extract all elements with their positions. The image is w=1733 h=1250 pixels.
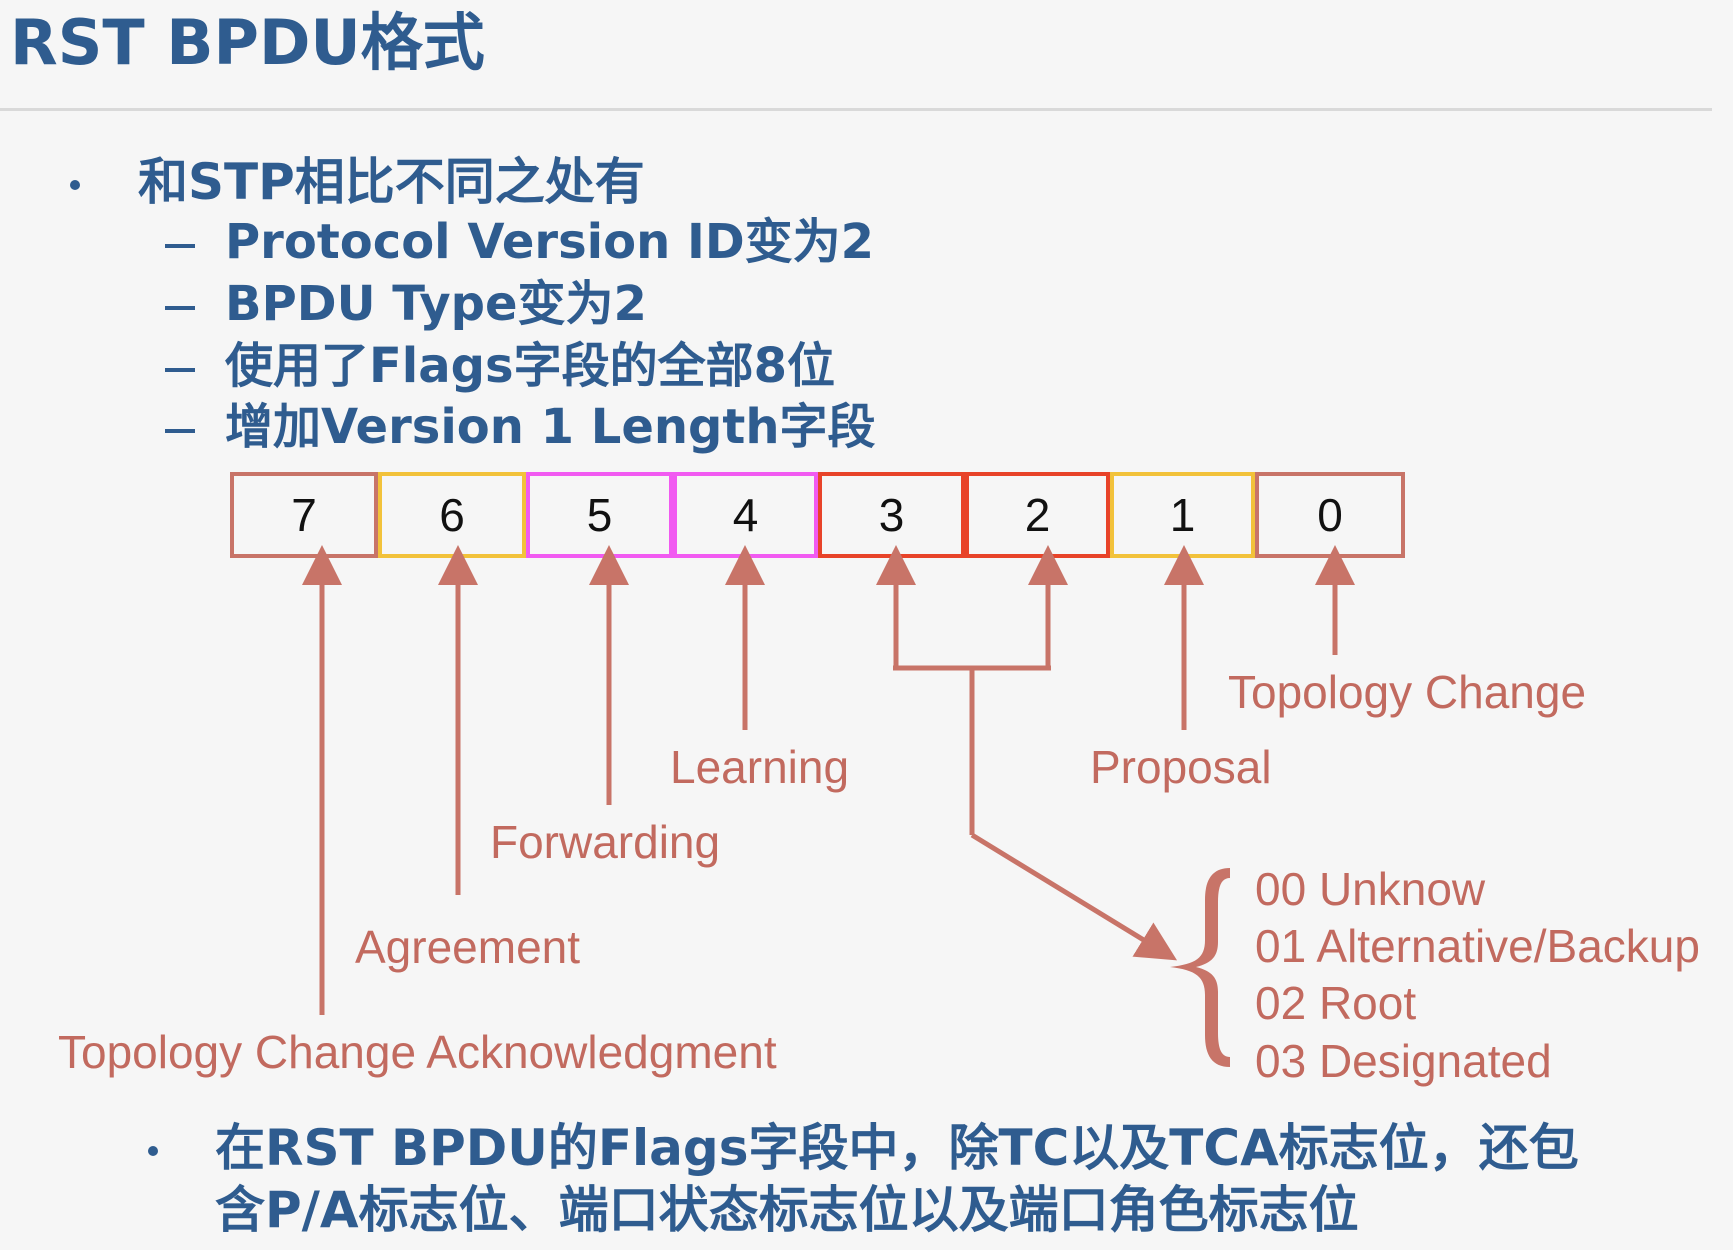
summary-line-2: 含P/A标志位、端口状态标志位以及端口角色标志位	[215, 1181, 1359, 1239]
intro-heading: 和STP相比不同之处有	[138, 153, 645, 211]
summary-line-1: 在RST BPDU的Flags字段中，除TC以及TCA标志位，还包	[215, 1119, 1579, 1177]
label-topology-change-ack: Topology Change Acknowledgment	[58, 1026, 777, 1078]
role-unknown: 00 Unknow	[1255, 863, 1486, 915]
label-topology-change: Topology Change	[1228, 666, 1587, 718]
bullet-dot-summary	[148, 1146, 158, 1156]
label-proposal: Proposal	[1090, 741, 1272, 793]
curly-brace	[1170, 868, 1230, 1067]
title-divider	[0, 108, 1712, 111]
role-root: 02 Root	[1255, 977, 1417, 1029]
intro-item-flags-usage: 使用了Flags字段的全部8位	[225, 338, 835, 394]
page-title: RST BPDU格式	[10, 6, 485, 79]
bracket-port-role	[876, 545, 1178, 961]
dash-item-2	[165, 368, 195, 372]
bullet-dot-intro	[70, 180, 80, 190]
label-learning: Learning	[670, 741, 850, 793]
intro-item-version1-length: 增加Version 1 Length字段	[225, 399, 876, 455]
dash-item-1	[165, 306, 195, 310]
label-forwarding: Forwarding	[490, 816, 721, 868]
role-designated: 03 Designated	[1255, 1035, 1552, 1087]
role-alternative-backup: 01 Alternative/Backup	[1255, 920, 1700, 972]
intro-item-bpdu-type: BPDU Type变为2	[225, 276, 647, 332]
dash-item-0	[165, 244, 195, 248]
flag-bit-2: 2	[965, 472, 1110, 558]
label-agreement: Agreement	[355, 921, 581, 973]
intro-item-protocol-version: Protocol Version ID变为2	[225, 214, 875, 270]
dash-item-3	[165, 429, 195, 433]
